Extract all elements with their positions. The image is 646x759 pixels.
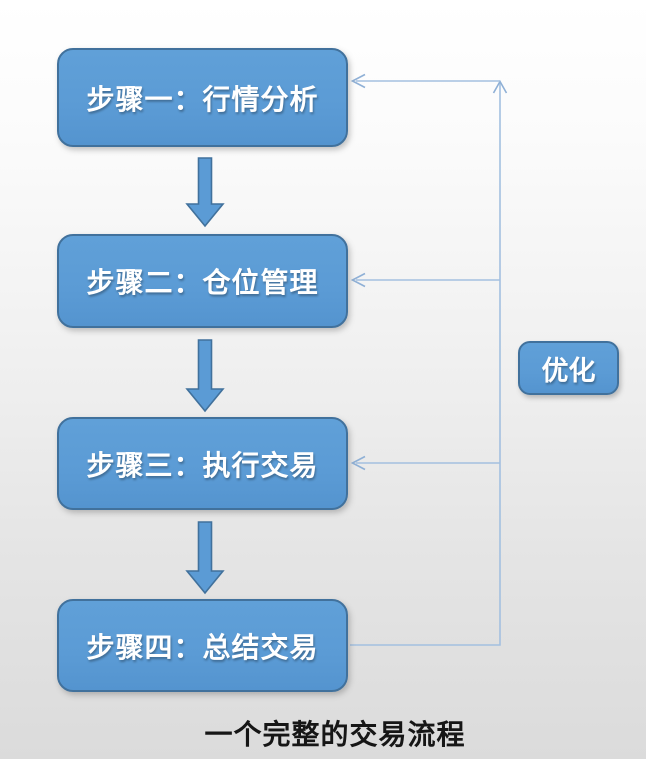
- block-arrow-step3-step4-icon: [185, 521, 225, 595]
- node-step2: 步骤二：仓位管理: [57, 234, 348, 328]
- block-arrow-step1-step2-icon: [185, 157, 225, 228]
- feedback-elbow-line: [350, 83, 501, 646]
- node-step1: 步骤一：行情分析: [57, 48, 348, 147]
- left-arrowhead-step3-icon: [350, 455, 366, 471]
- node-step4: 步骤四：总结交易: [57, 599, 348, 692]
- diagram-caption: 一个完整的交易流程: [204, 720, 466, 751]
- node-step3-label: 步骤三：执行交易: [86, 450, 319, 482]
- node-step4-label: 步骤四：总结交易: [86, 632, 319, 664]
- left-arrowhead-step1-icon: [350, 73, 366, 89]
- node-step2-label: 步骤二：仓位管理: [86, 268, 319, 299]
- node-step1-label: 步骤一：行情分析: [86, 84, 319, 116]
- node-optimize-label: 优化: [541, 355, 596, 386]
- feedback-up-arrowhead-icon: [492, 79, 508, 94]
- node-step3: 步骤三：执行交易: [57, 417, 348, 510]
- block-arrow-step2-step3-icon: [185, 339, 225, 413]
- node-optimize: 优化: [518, 341, 619, 395]
- left-arrowhead-step2-icon: [350, 272, 366, 288]
